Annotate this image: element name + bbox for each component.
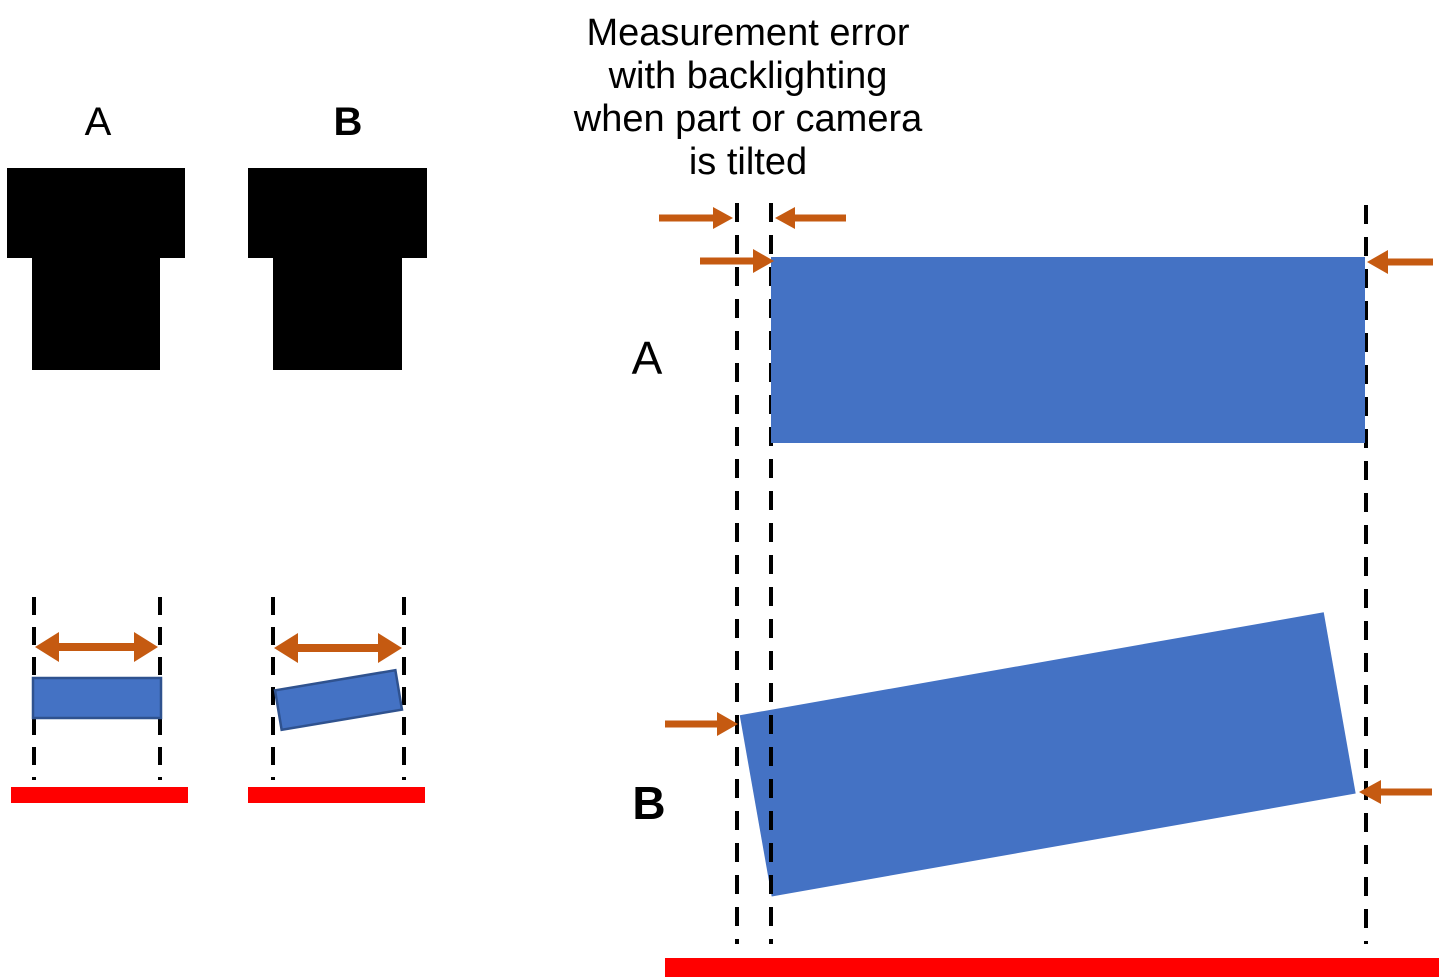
part-silhouette-b [248, 168, 427, 370]
backlight-bar-mini-a [11, 787, 188, 803]
part-b-tilted-rect [739, 612, 1356, 897]
mini-part-b-tilted-rect [273, 668, 404, 732]
gap-arrow-right-icon [659, 207, 733, 229]
figure-title: Measurement error with backlighting when… [548, 12, 948, 184]
label-silhouette-b: B [333, 100, 363, 144]
part-a-left-edge-arrow-icon [700, 249, 774, 273]
label-row-a: A [631, 332, 663, 384]
backlight-bar-mini-b [248, 787, 425, 803]
mini-b-width-double-arrow-icon [274, 633, 402, 663]
label-silhouette-a: A [84, 100, 112, 144]
mini-a-width-double-arrow-icon [35, 632, 158, 662]
title-line-3: when part or camera [573, 98, 923, 140]
part-b-right-corner-arrow-icon [1359, 780, 1432, 804]
part-silhouette-a [7, 168, 185, 370]
part-a-right-edge-arrow-icon [1367, 250, 1433, 274]
backlight-bar-bottom [665, 958, 1439, 977]
title-line-2: with backlighting [608, 55, 888, 97]
label-row-b: B [632, 777, 666, 829]
part-a-straight-rect [771, 257, 1365, 443]
mini-part-a-rect [31, 676, 163, 720]
title-line-4: is tilted [688, 141, 808, 183]
gap-arrow-left-icon [775, 207, 846, 229]
part-b-left-corner-arrow-icon [665, 712, 738, 736]
title-line-1: Measurement error [586, 12, 910, 54]
